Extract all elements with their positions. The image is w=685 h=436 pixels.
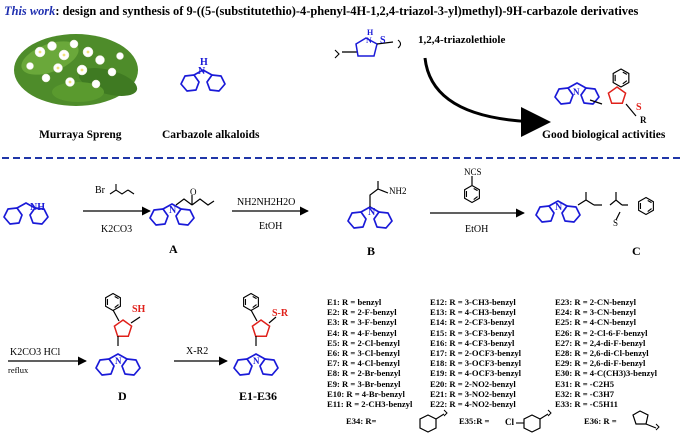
label-C: C xyxy=(632,244,641,258)
substituent-item: E6: R = 3-Cl-benzyl xyxy=(327,347,400,358)
label-B: B xyxy=(367,244,376,258)
header-lead: This work xyxy=(4,4,56,18)
reagent4-reflux: reflux xyxy=(8,365,29,375)
substituent-item: E4: R = 4-F-benzyl xyxy=(327,327,397,338)
product-n-label: N xyxy=(573,87,580,97)
header-title: This work: design and synthesis of 9-((5… xyxy=(4,5,638,17)
substituent-item: E22: R = 4-NO2-benzyl xyxy=(430,398,516,409)
compound-D-sh: SH xyxy=(132,304,146,315)
label-E: E1-E36 xyxy=(239,389,278,403)
substituent-item: E25: R = 4-CN-benzyl xyxy=(555,317,637,328)
substituent-item: E13: R = 4-CH3-benzyl xyxy=(430,307,516,318)
compound-C-s: S xyxy=(613,218,619,228)
substituent-item: E29: R = 2,6-di-F-benzyl xyxy=(555,358,646,369)
compound-E-structure xyxy=(233,292,279,376)
reagent3-etoh: EtOH xyxy=(465,224,489,235)
compound-A-o: O xyxy=(190,187,197,197)
reagent2-bottom: EtOH xyxy=(259,221,283,232)
e35-label: E35:R = xyxy=(459,416,490,426)
substituent-item: E5: R = 2-Cl-benzyl xyxy=(327,337,400,348)
e36-label: E36: R = xyxy=(584,416,617,426)
atom-nh-top: H xyxy=(200,57,208,68)
reagent1-k2co3: K2CO3 xyxy=(101,224,133,235)
reagent1-br: Br xyxy=(95,185,105,196)
compound-E-n: N xyxy=(253,356,260,366)
substituent-item: E1: R = benzyl xyxy=(327,297,382,307)
compound-E-sr: S-R xyxy=(272,308,289,319)
compound-B-nh2: NH2 xyxy=(389,186,407,196)
compound-C-n: N xyxy=(555,202,563,213)
activity-caption: Good biological activities xyxy=(542,129,666,141)
substituent-item: E2: R = 2-F-benzyl xyxy=(327,307,397,318)
murraya-plant-image xyxy=(14,34,138,106)
substituent-item: E8: R = 2-Br-benzyl xyxy=(327,368,401,379)
substituent-item: E11: R = 2-CH3-benzyl xyxy=(327,398,413,409)
triazole-s-label: S xyxy=(380,35,386,46)
atom-n-top: N xyxy=(198,66,206,77)
substituent-item: E27: R = 2,4-di-F-benzyl xyxy=(555,337,646,348)
substituent-item: E23: R = 2-CN-benzyl xyxy=(555,297,637,307)
compound-B-n: N xyxy=(368,207,376,218)
reagent2-top: NH2NH2H2O xyxy=(237,197,296,208)
substituent-item: E7: R = 4-Cl-benzyl xyxy=(327,358,400,369)
substituent-item: E24: R = 3-CN-benzyl xyxy=(555,307,637,318)
e36-thiazolyl-structure xyxy=(632,410,660,431)
substituent-item: E16: R = 4-CF3-benzyl xyxy=(430,337,515,348)
compound-D-n: N xyxy=(115,356,122,366)
substituent-item: E17: R = 2-OCF3-benzyl xyxy=(430,347,522,358)
e34-pyridyl-structure xyxy=(419,409,448,433)
substituent-item: E31: R = -C2H5 xyxy=(555,378,615,389)
substituent-item: E9: R = 3-Br-benzyl xyxy=(327,378,401,389)
e35-chloropyridyl-structure xyxy=(516,409,552,433)
substituent-item: E19: R = 4-OCF3-benzyl xyxy=(430,368,522,379)
substituent-item: E18: R = 3-OCF3-benzyl xyxy=(430,358,522,369)
product-structure-top xyxy=(554,68,637,117)
substituent-item: E21: R = 3-NO2-benzyl xyxy=(430,388,516,399)
compound-D-structure xyxy=(95,292,141,376)
plant-caption: Murraya Spreng xyxy=(39,129,122,141)
curved-arrow xyxy=(423,57,551,137)
substituent-item: E12: R = 3-CH3-benzyl xyxy=(430,297,516,307)
triazole-h-label: H xyxy=(367,28,374,37)
product-r-label: R xyxy=(640,115,647,125)
compound-A-n: N xyxy=(169,205,177,216)
substituent-item: E32: R = -C3H7 xyxy=(555,388,615,399)
label-D: D xyxy=(118,389,127,403)
alkaloid-caption: Carbazole alkaloids xyxy=(162,129,260,141)
triazole-label: 1,2,4-triazolethiole xyxy=(418,34,506,46)
label-A: A xyxy=(169,242,178,256)
e34-label: E34: R= xyxy=(346,416,377,426)
reagent4-k2co3-hcl: K2CO3 HCl xyxy=(10,347,61,358)
substituent-item: E3: R = 3-F-benzyl xyxy=(327,317,397,328)
substituent-item: E10: R = 4-Br-benzyl xyxy=(327,388,405,399)
product-s-label: S xyxy=(636,102,642,113)
substituent-item: E20: R = 2-NO2-benzyl xyxy=(430,378,516,389)
substituent-item: E15: R = 3-CF3-benzyl xyxy=(430,327,515,338)
header-rest: : design and synthesis of 9-((5-(substit… xyxy=(55,4,639,18)
substituent-item: E28: R = 2,6-di-Cl-benzyl xyxy=(555,347,649,358)
start-nh-label: NH xyxy=(30,202,45,213)
substituent-item: E26: R = 2-Cl-6-F-benzyl xyxy=(555,327,648,338)
reagent3-ncs: NCS xyxy=(464,167,482,177)
triazole-fragment-top xyxy=(334,37,402,59)
substituent-item: E14: R = 2-CF3-benzyl xyxy=(430,317,515,328)
substituent-item: E33: R = -C5H11 xyxy=(555,398,618,409)
triazole-n-label: N xyxy=(366,36,372,45)
substituent-item: E30: R = 4-C(CH3)3-benzyl xyxy=(555,368,658,379)
e35-cl: Cl xyxy=(505,417,514,427)
reagent5-xr2: X-R2 xyxy=(186,346,209,357)
